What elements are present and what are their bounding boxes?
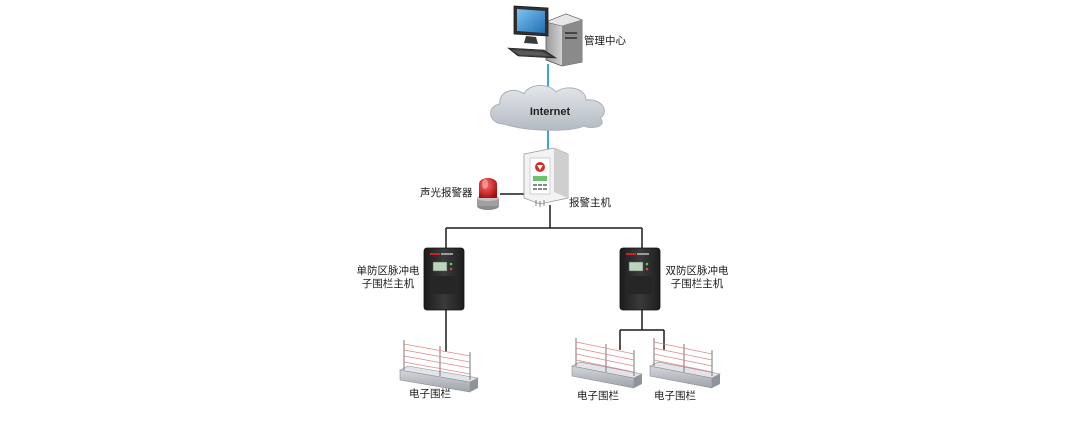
alarm-panel-icon xyxy=(523,147,569,207)
audible-visual-alarm-label: 声光报警器 xyxy=(420,187,473,199)
fence-label-2: 电子围栏 xyxy=(577,390,619,402)
single-zone-host-label-line2: 子围栏主机 xyxy=(361,278,415,290)
single-zone-host-label: 单防区脉冲电 子围栏主机 xyxy=(352,265,424,291)
dual-zone-host-label-line2: 子围栏主机 xyxy=(670,278,724,290)
dual-zone-host-label-line1: 双防区脉冲电 xyxy=(665,265,729,277)
fence-energizer-icon xyxy=(619,247,661,311)
single-zone-host-label-line1: 单防区脉冲电 xyxy=(356,265,420,277)
fence-label-1: 电子围栏 xyxy=(409,388,451,400)
cloud-icon xyxy=(490,85,605,131)
fence-label-3: 电子围栏 xyxy=(654,390,696,402)
beacon-light-icon xyxy=(477,178,499,210)
management-center-label: 管理中心 xyxy=(584,35,626,47)
electric-fence-wall-icon xyxy=(649,338,721,389)
internet-label: Internet xyxy=(529,106,571,118)
desktop-computer-icon xyxy=(507,5,583,67)
electric-fence-wall-icon xyxy=(571,338,643,389)
fence-energizer-icon xyxy=(423,247,465,311)
alarm-host-label: 报警主机 xyxy=(569,197,611,209)
dual-zone-host-label: 双防区脉冲电 子围栏主机 xyxy=(661,265,733,291)
electric-fence-wall-icon xyxy=(399,340,479,393)
